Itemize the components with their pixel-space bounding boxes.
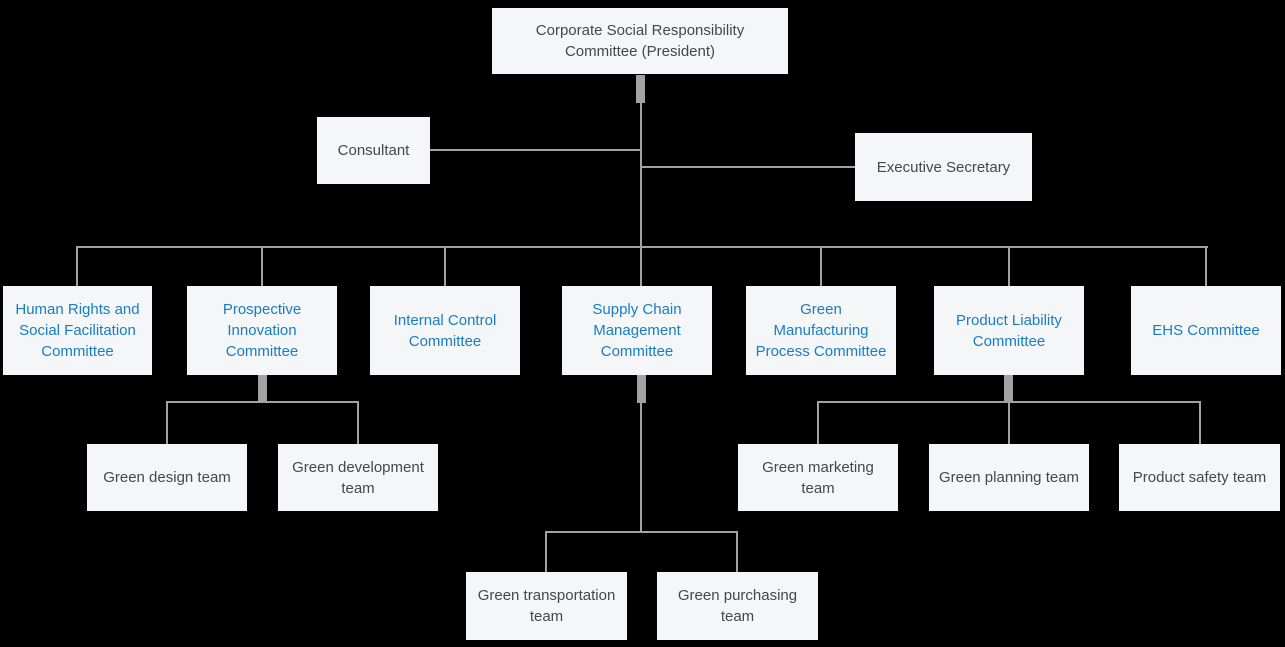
connector-stub xyxy=(637,375,646,403)
connector-line xyxy=(166,403,168,444)
node-executive-secretary: Executive Secretary xyxy=(855,133,1032,201)
node-consultant: Consultant xyxy=(317,117,430,184)
connector-line xyxy=(736,533,738,572)
node-human-rights-social-facilitation-committee: Human Rights and Social Facilitation Com… xyxy=(3,286,152,375)
connector-stub xyxy=(636,75,645,103)
connector-stub xyxy=(1004,375,1013,402)
connector-line xyxy=(76,246,1208,248)
connector-line xyxy=(166,401,359,403)
node-internal-control-committee: Internal Control Committee xyxy=(370,286,520,375)
node-green-planning-team: Green planning team xyxy=(929,444,1089,511)
node-green-manufacturing-process-committee: Green Manufacturing Process Committee xyxy=(746,286,896,375)
node-ehs-committee: EHS Committee xyxy=(1131,286,1281,375)
node-supply-chain-management-committee: Supply Chain Management Committee xyxy=(562,286,712,375)
connector-line xyxy=(1008,248,1010,286)
node-green-development-team: Green development team xyxy=(278,444,438,511)
connector-line xyxy=(640,248,642,286)
node-green-purchasing-team: Green purchasing team xyxy=(657,572,818,640)
connector-line xyxy=(357,403,359,444)
connector-line xyxy=(1199,403,1201,444)
connector-line xyxy=(429,149,641,151)
node-product-safety-team: Product safety team xyxy=(1119,444,1280,511)
node-prospective-innovation-committee: Prospective Innovation Committee xyxy=(187,286,337,375)
connector-line xyxy=(817,403,819,444)
connector-line xyxy=(641,166,855,168)
connector-line xyxy=(820,248,822,286)
node-csr-committee-president: Corporate Social Responsibility Committe… xyxy=(492,8,788,74)
connector-line xyxy=(640,100,642,248)
connector-line xyxy=(640,402,642,532)
connector-line xyxy=(1205,248,1207,286)
node-product-liability-committee: Product Liability Committee xyxy=(934,286,1084,375)
connector-stub xyxy=(258,375,267,402)
connector-line xyxy=(1008,403,1010,444)
connector-line xyxy=(444,248,446,286)
connector-line xyxy=(545,533,547,572)
connector-line xyxy=(261,248,263,286)
node-green-transportation-team: Green transportation team xyxy=(466,572,627,640)
connector-line xyxy=(76,248,78,286)
node-green-marketing-team: Green marketing team xyxy=(738,444,898,511)
connector-line xyxy=(545,531,738,533)
connector-line xyxy=(817,401,1201,403)
node-green-design-team: Green design team xyxy=(87,444,247,511)
